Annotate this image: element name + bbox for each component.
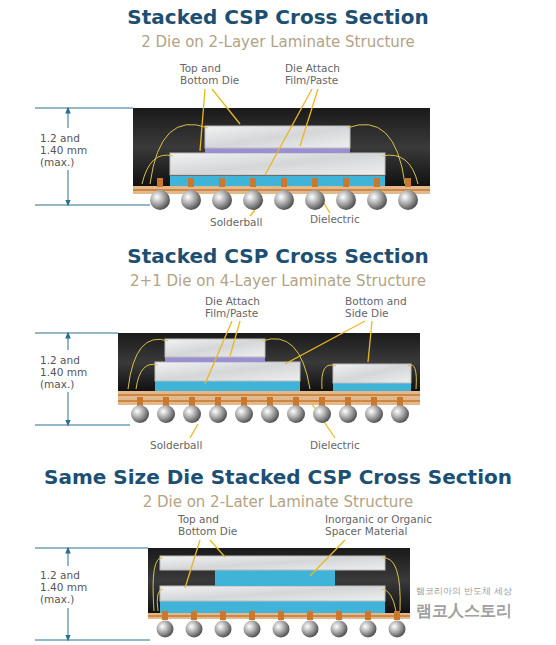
- via: [343, 178, 349, 187]
- part-label: Die Attach Film/Paste: [205, 295, 277, 319]
- via: [278, 611, 284, 620]
- package-2: [35, 321, 420, 438]
- via: [189, 397, 195, 406]
- solder-ball: [235, 405, 253, 423]
- solder-ball: [274, 190, 294, 210]
- solder-ball: [339, 405, 357, 423]
- solder-ball: [302, 621, 319, 638]
- panel-title: Same Size Die Stacked CSP Cross Section: [0, 466, 556, 489]
- solder-ball: [157, 405, 175, 423]
- package-1: [35, 89, 430, 216]
- solder-ball: [150, 190, 170, 210]
- via: [394, 611, 400, 620]
- solder-ball: [243, 190, 263, 210]
- solder-ball: [273, 621, 290, 638]
- dimension-label: 1.2 and 1.40 mm (max.): [40, 569, 102, 605]
- solder-ball: [212, 190, 232, 210]
- package-3: [35, 540, 410, 640]
- part-label: Inorganic or Organic Spacer Material: [325, 513, 450, 537]
- solder-ball: [244, 621, 261, 638]
- panel-title: Stacked CSP Cross Section: [0, 6, 556, 29]
- solder-ball: [331, 621, 348, 638]
- panel-subtitle: 2 Die on 2-Later Laminate Structure: [0, 494, 556, 511]
- via: [249, 611, 255, 620]
- part-label: Top and Bottom Die: [178, 513, 250, 537]
- via: [188, 178, 194, 187]
- via: [191, 611, 197, 620]
- via: [374, 178, 380, 187]
- part-label: Solderball: [150, 439, 230, 451]
- via: [137, 397, 143, 406]
- via: [312, 178, 318, 187]
- solder-ball: [398, 190, 418, 210]
- via: [267, 397, 273, 406]
- part-label: Solderball: [210, 216, 290, 228]
- solder-ball: [336, 190, 356, 210]
- solder-ball: [131, 405, 149, 423]
- via: [293, 397, 299, 406]
- panel-subtitle: 2+1 Die on 4-Layer Laminate Structure: [0, 273, 556, 290]
- part-label: Top and Bottom Die: [180, 62, 250, 86]
- via: [371, 397, 377, 406]
- solder-ball: [186, 621, 203, 638]
- via: [241, 397, 247, 406]
- via: [319, 397, 325, 406]
- solder-ball: [305, 190, 325, 210]
- part-label: Bottom and Side Die: [345, 295, 425, 319]
- solder-ball: [360, 621, 377, 638]
- via: [250, 178, 256, 187]
- via: [345, 397, 351, 406]
- via: [163, 397, 169, 406]
- via: [220, 611, 226, 620]
- solder-ball: [215, 621, 232, 638]
- via: [405, 178, 411, 187]
- solder-ball: [209, 405, 227, 423]
- solder-ball: [367, 190, 387, 210]
- via: [215, 397, 221, 406]
- via: [365, 611, 371, 620]
- solder-ball: [287, 405, 305, 423]
- solder-ball: [261, 405, 279, 423]
- via: [336, 611, 342, 620]
- solder-ball: [181, 190, 201, 210]
- part-label: Die Attach Film/Paste: [285, 62, 380, 86]
- solder-ball: [183, 405, 201, 423]
- via: [307, 611, 313, 620]
- dimension-label: 1.2 and 1.40 mm (max.): [40, 132, 102, 168]
- solder-ball: [313, 405, 331, 423]
- solder-ball: [389, 621, 406, 638]
- solder-ball: [365, 405, 383, 423]
- part-label: Dielectric: [310, 213, 390, 225]
- solder-ball: [391, 405, 409, 423]
- via: [219, 178, 225, 187]
- panel-subtitle: 2 Die on 2-Layer Laminate Structure: [0, 34, 556, 51]
- dimension-label: 1.2 and 1.40 mm (max.): [40, 354, 102, 390]
- part-label: Dielectric: [310, 439, 390, 451]
- solder-ball: [157, 621, 174, 638]
- via: [157, 178, 163, 187]
- via: [397, 397, 403, 406]
- watermark: 램코人스토리: [416, 602, 551, 620]
- watermark: 램코리아의 반도체 세상: [416, 586, 551, 596]
- panel-title: Stacked CSP Cross Section: [0, 245, 556, 268]
- via: [162, 611, 168, 620]
- via: [281, 178, 287, 187]
